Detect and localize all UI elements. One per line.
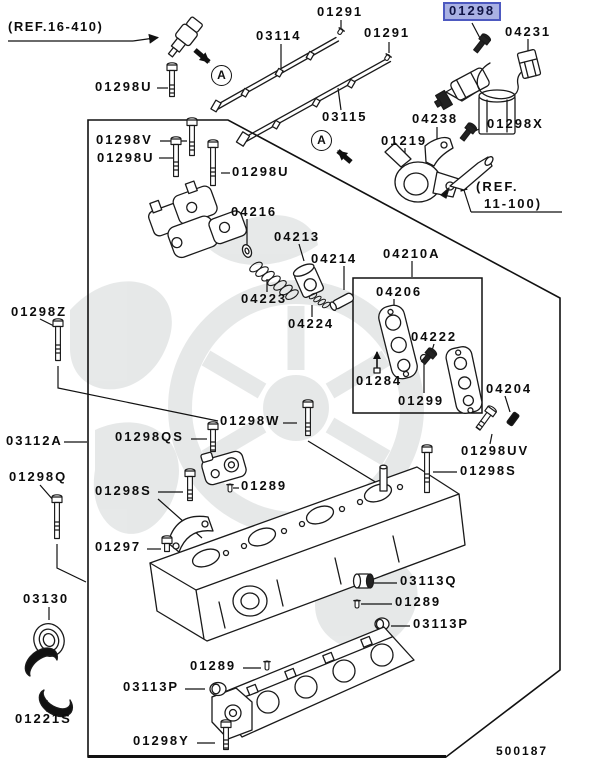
part-label-01298U-3: 01298U	[232, 164, 290, 179]
part-label-04214: 04214	[311, 251, 358, 266]
oil-seal-03130-drawing	[33, 623, 65, 657]
part-drawings	[24, 16, 542, 751]
bucket-04213-drawing	[292, 263, 325, 299]
part-label-04224: 04224	[288, 316, 335, 331]
part-label-01298Y: 01298Y	[133, 733, 190, 748]
part-label-01299: 01299	[398, 393, 445, 408]
part-label-ref-16-410: (REF.16-410)	[8, 19, 104, 34]
part-label-03112A: 03112A	[6, 433, 63, 448]
pin-04214-drawing	[329, 292, 355, 311]
part-label-01298QS: 01298QS	[115, 429, 184, 444]
ref-11-100-line2: 11-100)	[484, 196, 543, 211]
part-label-01289-2: 01289	[395, 594, 442, 609]
part-label-01298Q: 01298Q	[9, 469, 68, 484]
ladder-frame-drawing	[211, 626, 415, 740]
washer-04216-drawing	[241, 244, 253, 258]
connector-04231-drawing	[516, 48, 542, 80]
spring-04224-drawing	[308, 292, 331, 309]
part-label-03113Q: 03113Q	[400, 573, 458, 588]
part-label-01298S-2: 01298S	[95, 483, 152, 498]
solenoid-assembly-drawing	[434, 48, 542, 135]
hanger-bracket-drawing	[200, 450, 247, 486]
part-label-01298UV: 01298UV	[461, 443, 530, 458]
diagram-frame	[87, 119, 561, 758]
injector-drawing	[167, 16, 203, 58]
part-label-01298U-1: 01298U	[95, 79, 153, 94]
valve-01219-drawing	[384, 142, 460, 203]
part-label-03115: 03115	[322, 109, 368, 124]
part-label-01291-1: 01291	[317, 4, 364, 19]
part-label-04222: 04222	[411, 329, 458, 344]
part-label-04213: 04213	[274, 229, 321, 244]
part-label-01298Z: 01298Z	[11, 304, 68, 319]
part-label-04216: 04216	[231, 204, 278, 219]
spring-04223-drawing	[249, 261, 299, 300]
plate-04206-drawing	[378, 304, 418, 380]
part-label-04210A: 04210A	[383, 246, 441, 261]
sheet-code: 500187	[496, 744, 549, 758]
part-label-01289-3: 01289	[190, 658, 237, 673]
part-label-01298X: 01298X	[487, 116, 544, 131]
part-label-01298-highlighted[interactable]: 01298	[443, 2, 502, 21]
bracket-04238-drawing	[424, 136, 454, 167]
view-callout-a1: A	[211, 65, 232, 86]
head-stud-drawing	[379, 464, 388, 492]
part-label-01221S: 01221S	[15, 711, 72, 726]
part-label-01298V: 01298V	[96, 132, 153, 147]
part-label-04204: 04204	[486, 381, 533, 396]
ref-11-100-tube-drawing	[440, 156, 494, 199]
part-label-03114: 03114	[256, 28, 302, 43]
part-label-01298W: 01298W	[220, 413, 281, 428]
arrow-to-callout-a2	[336, 149, 353, 164]
fuel-rail-03115	[235, 57, 392, 147]
view-callout-a2: A	[311, 130, 332, 151]
bearing-cap-01297-drawing	[167, 515, 214, 553]
part-label-03113P-2: 03113P	[123, 679, 180, 694]
part-label-01291-2: 01291	[364, 25, 411, 40]
fuel-rail-03114	[210, 36, 340, 113]
part-label-04223: 04223	[241, 291, 288, 306]
hardware-bolts	[51, 27, 497, 751]
cylinder-head-drawing	[149, 464, 466, 642]
part-label-04238: 04238	[412, 111, 459, 126]
bracket-casting-drawing	[147, 180, 248, 259]
part-label-01284: 01284	[356, 373, 403, 388]
part-label-01298S-1: 01298S	[460, 463, 517, 478]
half-moon-seals-01221S-drawing	[24, 647, 74, 718]
part-label-01219: 01219	[381, 133, 428, 148]
part-label-03113P-1: 03113P	[413, 616, 470, 631]
part-label-01297: 01297	[95, 539, 142, 554]
plate-01299-drawing	[445, 346, 483, 414]
plug-03113Q-drawing	[352, 573, 375, 589]
part-label-04231: 04231	[505, 24, 552, 39]
bolt-01284-head	[373, 367, 381, 374]
cap-03113P-bottom-drawing	[209, 681, 227, 697]
part-label-01289-1: 01289	[241, 478, 288, 493]
part-label-01298U-2: 01298U	[97, 150, 155, 165]
part-label-03130: 03130	[23, 591, 70, 606]
group-box-04210A	[352, 277, 483, 414]
arrow-to-callout-a1	[193, 48, 211, 64]
part-label-04206: 04206	[376, 284, 423, 299]
spacer-04204-drawing	[506, 411, 520, 427]
ref-11-100-line1: (REF.	[476, 179, 519, 194]
